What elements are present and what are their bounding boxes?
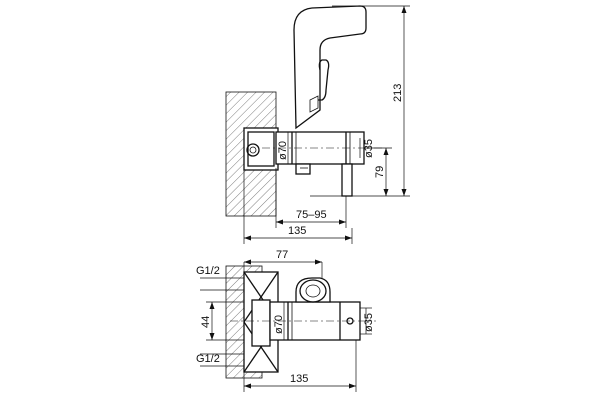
plan-view: 77 G1/2 G1/2 44 ø70 ø35 135: [196, 249, 376, 392]
dim-d70-plan: ø70: [273, 315, 285, 334]
handset-holder: [295, 277, 331, 303]
wall-box: [243, 127, 279, 171]
dim-d35-plan: ø35: [363, 313, 375, 332]
dim-d70-side: ø70: [277, 141, 289, 160]
dim-d35-side: ø35: [363, 139, 375, 158]
dim-width-75-95: 75–95: [296, 209, 327, 221]
dim-height-79: 79: [374, 166, 386, 178]
dim-width-77: 77: [276, 249, 288, 261]
dim-width-135-side: 135: [288, 225, 306, 237]
handset-body: [293, 5, 367, 130]
connection-ring: [246, 143, 260, 157]
label-g12-bottom: G1/2: [196, 353, 220, 365]
dim-height-44: 44: [200, 316, 212, 328]
dim-width-135-plan: 135: [290, 373, 308, 385]
dim-height-213: 213: [392, 84, 404, 102]
lever-handle: [341, 163, 353, 197]
side-view: ø70 ø35 213 79 75–95 135: [225, 5, 410, 244]
outlet-nozzle: [295, 163, 311, 175]
label-g12-top: G1/2: [196, 265, 220, 277]
